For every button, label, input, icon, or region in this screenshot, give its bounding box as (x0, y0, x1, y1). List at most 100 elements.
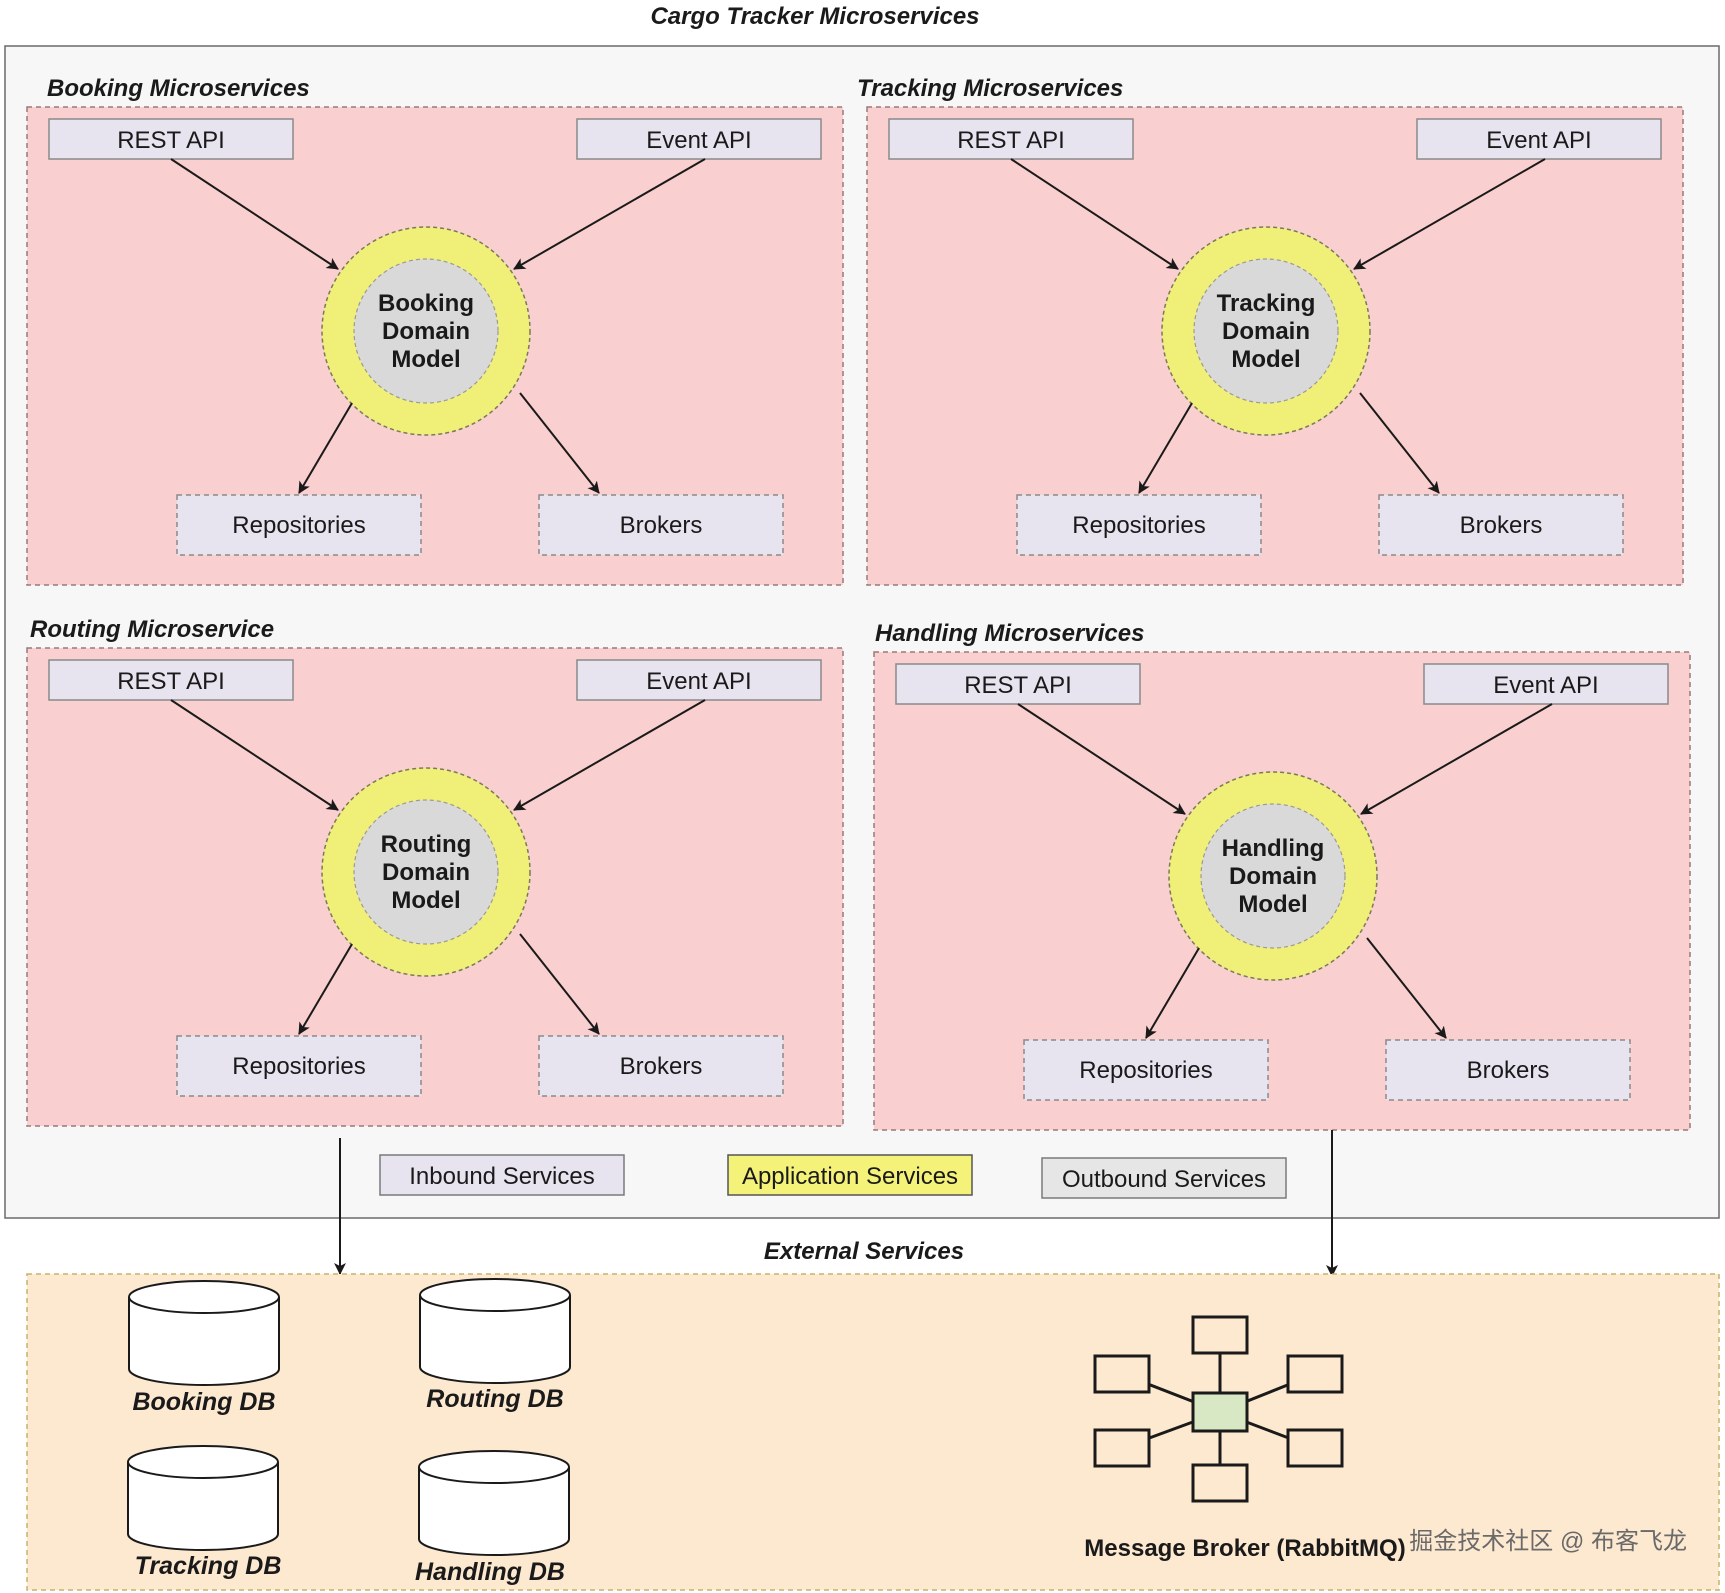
legend-outbound-box (1041, 1157, 1287, 1199)
handling-event-api-box (1423, 663, 1669, 705)
routing-domain-label-line: Model (391, 887, 460, 914)
handling-domain-core (1200, 803, 1346, 949)
tracking-arrow-rest-to-core (1010, 158, 1179, 270)
watermark: 掘金技术社区 @ 布客飞龙 (1409, 1528, 1687, 1555)
routing-arrow-rest-to-core (170, 699, 339, 811)
booking-arrow-core-to-brokers (519, 392, 600, 494)
database-cylinder-top (127, 1445, 279, 1479)
database-cylinder-icon (419, 1295, 571, 1384)
diagram-title: Cargo Tracker Microservices (650, 3, 979, 30)
tracking-repositories-box (1016, 494, 1262, 556)
tracking-event-api-box (1416, 118, 1662, 160)
database-label: Booking DB (132, 1388, 275, 1416)
booking-repositories-box (176, 494, 422, 556)
booking-domain-label-line: Booking (378, 290, 474, 317)
tracking-brokers-label: Brokers (1460, 512, 1543, 539)
booking-arrow-event-to-core (513, 158, 706, 270)
tracking-rest-api-label: REST API (957, 127, 1065, 154)
routing-event-api-label: Event API (646, 668, 751, 695)
routing-rest-api-box (48, 659, 294, 701)
database-label: Routing DB (426, 1385, 563, 1413)
routing-arrow-core-to-repositories (298, 943, 353, 1035)
message-broker-label: Message Broker (RabbitMQ) (1084, 1535, 1405, 1562)
handling-repositories-box (1023, 1039, 1269, 1101)
handling-brokers-box (1385, 1039, 1631, 1101)
tracking-panel-title: Tracking Microservices (857, 75, 1123, 102)
routing-repositories-label: Repositories (232, 1053, 365, 1080)
routing-arrow-event-to-core (513, 699, 706, 811)
routing-arrow-core-to-brokers (519, 933, 600, 1035)
handling-arrow-core-to-brokers (1366, 937, 1447, 1039)
handling-brokers-label: Brokers (1467, 1057, 1550, 1084)
database-cylinder-icon (418, 1467, 570, 1556)
handling-arrow-event-to-core (1360, 703, 1553, 815)
broker-node-icon (1191, 1463, 1249, 1503)
handling-arrow-rest-to-core (1017, 703, 1186, 815)
external-services-container (26, 1273, 1720, 1591)
booking-brokers-box (538, 494, 784, 556)
booking-event-api-box (576, 118, 822, 160)
database-handling: Handling DB (415, 1450, 570, 1586)
handling-arrow-core-to-repositories (1145, 947, 1200, 1039)
database-cylinder-top (419, 1278, 571, 1312)
handling-domain-label-line: Handling (1222, 835, 1325, 862)
database-tracking: Tracking DB (127, 1445, 282, 1580)
legend-inbound-box (379, 1154, 625, 1196)
booking-domain-label-line: Model (391, 346, 460, 373)
handling-rest-api-box (895, 663, 1141, 705)
database-label: Tracking DB (135, 1552, 282, 1580)
database-cylinder-top (418, 1450, 570, 1484)
routing-panel-title: Routing Microservice (30, 616, 274, 643)
routing-brokers-box (538, 1035, 784, 1097)
tracking-arrow-event-to-core (1353, 158, 1546, 270)
database-cylinder-top (128, 1280, 280, 1314)
database-label: Handling DB (415, 1558, 565, 1586)
tracking-repositories-label: Repositories (1072, 512, 1205, 539)
tracking-domain-label-line: Domain (1222, 318, 1310, 345)
broker-node-icon (1286, 1354, 1344, 1394)
routing-domain-label-line: Domain (382, 859, 470, 886)
tracking-domain-label-line: Model (1231, 346, 1300, 373)
handling-domain-label-line: Domain (1229, 863, 1317, 890)
tracking-brokers-box (1378, 494, 1624, 556)
routing-repositories-box (176, 1035, 422, 1097)
booking-domain-label-line: Domain (382, 318, 470, 345)
routing-domain-core (353, 799, 499, 945)
database-cylinder-icon (127, 1462, 279, 1551)
booking-arrow-core-to-repositories (298, 402, 353, 494)
routing-domain-label-line: Routing (381, 831, 472, 858)
handling-rest-api-label: REST API (964, 672, 1072, 699)
legend: Inbound Services Application Services Ou… (379, 1154, 1287, 1199)
tracking-arrow-core-to-brokers (1359, 392, 1440, 494)
tracking-event-api-label: Event API (1486, 127, 1591, 154)
tracking-rest-api-box (888, 118, 1134, 160)
booking-rest-api-box (48, 118, 294, 160)
handling-panel-title: Handling Microservices (875, 620, 1144, 647)
external-services-title: External Services (764, 1238, 964, 1265)
booking-panel-title: Booking Microservices (47, 75, 310, 102)
handling-repositories-label: Repositories (1079, 1057, 1212, 1084)
handling-event-api-label: Event API (1493, 672, 1598, 699)
broker-hub-icon (1191, 1391, 1249, 1433)
handling-domain-label-line: Model (1238, 891, 1307, 918)
tracking-domain-label-line: Tracking (1217, 290, 1316, 317)
legend-application-box (727, 1154, 973, 1196)
booking-repositories-label: Repositories (232, 512, 365, 539)
booking-rest-api-label: REST API (117, 127, 225, 154)
booking-arrow-rest-to-core (170, 158, 339, 270)
broker-node-icon (1093, 1428, 1151, 1468)
database-routing: Routing DB (419, 1278, 571, 1413)
database-booking: Booking DB (128, 1280, 280, 1416)
tracking-domain-core (1193, 258, 1339, 404)
legend-application-label: Application Services (742, 1163, 958, 1190)
booking-brokers-label: Brokers (620, 512, 703, 539)
booking-domain-core (353, 258, 499, 404)
routing-rest-api-label: REST API (117, 668, 225, 695)
tracking-arrow-core-to-repositories (1138, 402, 1193, 494)
routing-event-api-box (576, 659, 822, 701)
legend-inbound-label: Inbound Services (409, 1163, 594, 1190)
